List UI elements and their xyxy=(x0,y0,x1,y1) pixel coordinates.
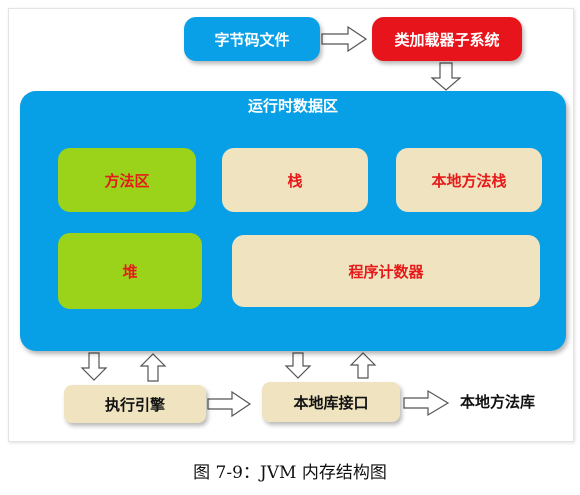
native-method-stack-box: 本地方法栈 xyxy=(396,148,542,212)
arrow-native-to-library xyxy=(403,389,450,417)
runtime-data-area: 运行时数据区 方法区 栈 本地方法栈 堆 程序计数器 xyxy=(20,91,566,351)
stack-box: 栈 xyxy=(222,148,368,212)
arrow-file-to-loader xyxy=(321,25,368,53)
arrow-engine-to-rda xyxy=(139,353,167,382)
runtime-data-area-title: 运行时数据区 xyxy=(247,97,338,115)
arrow-loader-to-rda xyxy=(430,62,462,91)
arrow-rda-to-native xyxy=(284,352,312,379)
class-loader-box: 类加载器子系统 xyxy=(372,17,522,61)
native-interface-box: 本地库接口 xyxy=(262,382,400,422)
arrow-engine-to-native xyxy=(207,390,252,418)
program-counter-box: 程序计数器 xyxy=(232,235,540,307)
execution-engine-box: 执行引擎 xyxy=(64,385,206,423)
arrow-native-to-rda xyxy=(349,352,377,379)
bytecode-file-box: 字节码文件 xyxy=(184,17,320,61)
native-library-label: 本地方法库 xyxy=(460,393,536,411)
arrow-rda-to-engine xyxy=(80,352,108,381)
method-area-box: 方法区 xyxy=(58,148,196,212)
heap-box: 堆 xyxy=(58,233,202,309)
figure-caption: 图 7-9：JVM 内存结构图 xyxy=(193,463,387,483)
